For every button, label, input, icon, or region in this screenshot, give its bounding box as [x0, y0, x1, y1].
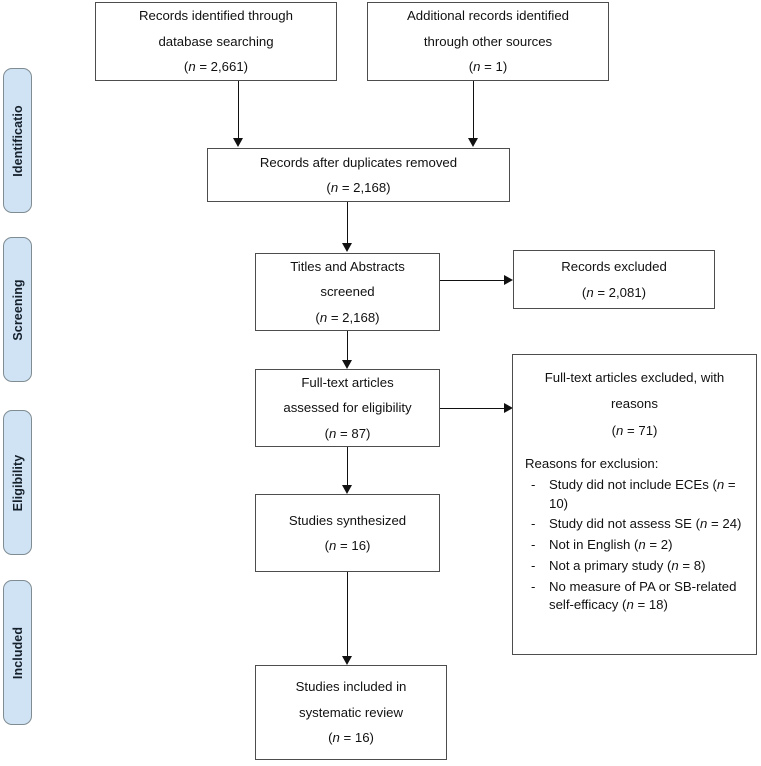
connector-duplicates-to-screened: [347, 202, 348, 243]
box-included-line2: systematic review: [298, 704, 404, 720]
box-fulltext-line1: Full-text articles: [301, 374, 394, 390]
stage-label-eligibility-text: Eligibility: [10, 454, 25, 511]
list-item: - Study did not assess SE (n = 24): [525, 515, 744, 534]
connector-other-sources-to-duplicates: [473, 81, 474, 138]
exclusion-reasons-list: - Study did not include ECEs (n = 10) - …: [525, 476, 744, 615]
box-records-identified-other-sources: Additional records identified through ot…: [367, 2, 609, 81]
stage-label-included: Included: [3, 580, 32, 725]
connector-screened-to-records-excluded: [440, 280, 504, 281]
list-item: - Study did not include ECEs (n = 10): [525, 476, 744, 513]
arrowhead-other-sources-to-duplicates: [467, 138, 478, 147]
box-records-excluded-line1: Records excluded: [561, 259, 667, 275]
arrowhead-screened-to-records-excluded: [504, 274, 513, 285]
stage-label-identification-text: Identificatio: [10, 104, 25, 177]
box-duplicates-count: (n = 2,168): [326, 180, 391, 195]
bullet-dash-icon: -: [531, 477, 536, 493]
list-item: - Not a primary study (n = 8): [525, 557, 744, 576]
box-screened-count: (n = 2,168): [315, 309, 380, 325]
list-item: - Not in English (n = 2): [525, 536, 744, 555]
box-screened-line2: screened: [320, 284, 375, 300]
box-records-identified-database: Records identified through database sear…: [95, 2, 337, 81]
connector-screened-to-fulltext: [347, 331, 348, 360]
reason-text: Not in English (n = 2): [549, 537, 673, 553]
exclusion-line1: Full-text articles excluded, with: [544, 370, 725, 385]
list-item: - No measure of PA or SB-related self-ef…: [525, 578, 744, 615]
arrowhead-screened-to-fulltext: [341, 360, 352, 369]
box-titles-abstracts-screened: Titles and Abstracts screened (n = 2,168…: [255, 253, 440, 331]
stage-label-screening-text: Screening: [10, 278, 25, 341]
box-studies-synthesized: Studies synthesized (n = 16): [255, 494, 440, 572]
box-records-excluded-count: (n = 2,081): [581, 284, 647, 300]
stage-label-identification: Identificatio: [3, 68, 32, 213]
stage-label-eligibility: Eligibility: [3, 410, 32, 555]
exclusion-heading: Full-text articles excluded, with reason…: [525, 365, 744, 444]
box-fulltext-assessed-for-eligibility: Full-text articles assessed for eligibil…: [255, 369, 440, 447]
box-duplicates-line1: Records after duplicates removed: [259, 154, 458, 170]
bullet-dash-icon: -: [531, 578, 536, 594]
exclusion-count: (n = 71): [611, 422, 658, 438]
reasons-for-exclusion-label: Reasons for exclusion:: [525, 456, 659, 472]
connector-synthesized-to-included: [347, 572, 348, 656]
box-other-sources-line2: through other sources: [423, 33, 553, 49]
exclusion-line2: reasons: [611, 396, 658, 412]
box-other-sources-count: (n = 1): [468, 59, 508, 75]
box-records-after-duplicates-removed: Records after duplicates removed (n = 2,…: [207, 148, 510, 202]
reason-text: Not a primary study (n = 8): [549, 557, 706, 573]
box-screened-line1: Titles and Abstracts: [290, 258, 405, 274]
reason-text: No measure of PA or SB-related self-effi…: [549, 578, 737, 613]
stage-label-screening: Screening: [3, 237, 32, 382]
connector-database-to-duplicates: [238, 81, 239, 138]
box-included-line1: Studies included in: [295, 679, 407, 695]
box-database-line2: database searching: [158, 33, 274, 49]
box-synthesized-count: (n = 16): [324, 538, 371, 553]
box-studies-included-systematic-review: Studies included in systematic review (n…: [255, 665, 447, 760]
bullet-dash-icon: -: [531, 516, 536, 532]
box-other-sources-line1: Additional records identified: [406, 8, 569, 24]
arrowhead-synthesized-to-included: [341, 656, 352, 665]
bullet-dash-icon: -: [531, 557, 536, 573]
box-fulltext-line2: assessed for eligibility: [283, 400, 412, 416]
box-fulltext-count: (n = 87): [324, 425, 371, 441]
box-database-line1: Records identified through: [139, 8, 293, 24]
box-included-count: (n = 16): [328, 730, 374, 746]
reason-text: Study did not include ECEs (n = 10): [549, 477, 736, 511]
reason-text: Study did not assess SE (n = 24): [549, 516, 742, 532]
box-synthesized-line1: Studies synthesized: [288, 512, 407, 528]
stage-label-included-text: Included: [10, 626, 25, 679]
arrowhead-database-to-duplicates: [232, 138, 243, 147]
connector-fulltext-to-exclusion-reasons: [440, 408, 504, 409]
arrowhead-duplicates-to-screened: [341, 243, 352, 252]
bullet-dash-icon: -: [531, 537, 536, 553]
box-database-count: (n = 2,661): [183, 59, 249, 75]
connector-fulltext-to-synthesized: [347, 447, 348, 485]
arrowhead-fulltext-to-synthesized: [341, 485, 352, 494]
box-records-excluded: Records excluded (n = 2,081): [513, 250, 715, 309]
arrowhead-fulltext-to-exclusion-reasons: [504, 402, 513, 413]
box-fulltext-excluded-with-reasons: Full-text articles excluded, with reason…: [512, 354, 757, 655]
